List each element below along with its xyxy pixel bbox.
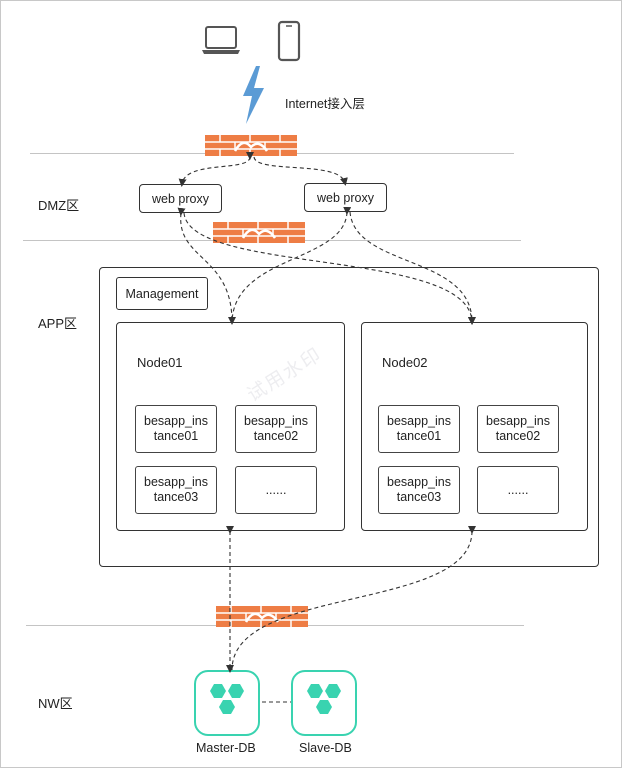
connector-proxy1-to-node01 [177, 207, 236, 325]
instance-label-line2: tance03 [153, 490, 199, 504]
instance-label-line2: tance01 [153, 429, 199, 443]
instance-label-line2: tance02 [253, 429, 299, 443]
instance-label-line1: besapp_ins [387, 475, 451, 489]
node02-instance-more: ...... [477, 466, 559, 514]
zone-label-dmz: DMZ区 [38, 198, 80, 213]
zone-label-nw: NW区 [38, 696, 73, 711]
firewall-icon [205, 135, 297, 156]
database-icon [307, 684, 341, 714]
instance-label-line2: tance02 [495, 429, 541, 443]
connector-firewall-to-proxy1 [178, 151, 255, 187]
zone-label-app: APP区 [38, 316, 78, 331]
slave-db-box [291, 670, 357, 736]
instance-label-line1: besapp_ins [144, 414, 208, 428]
connector-proxy2-to-node02 [349, 211, 476, 325]
slave-db-label: Slave-DB [299, 741, 352, 755]
connector-node02-to-db [231, 525, 477, 671]
firewall-icon [216, 606, 308, 627]
instance-ellipsis: ...... [507, 482, 529, 497]
connector-proxy1-to-node02 [183, 212, 476, 325]
connector-firewall-to-proxy2 [253, 156, 348, 186]
instance-label-line1: besapp_ins [486, 414, 550, 428]
master-db-label: Master-DB [196, 741, 256, 755]
laptop-icon [202, 26, 240, 54]
phone-icon [277, 20, 301, 62]
node01-instance-more: ...... [235, 466, 317, 514]
master-db-box [194, 670, 260, 736]
database-icon [210, 684, 244, 714]
instance-label-line1: besapp_ins [144, 475, 208, 489]
connector-proxy2-to-node01 [231, 206, 352, 323]
instance-label-line2: tance03 [396, 490, 442, 504]
instance-ellipsis: ...... [265, 482, 287, 497]
node02-title: Node02 [382, 355, 428, 370]
instance-label-line1: besapp_ins [244, 414, 308, 428]
internet-layer-label: Internet接入层 [285, 97, 365, 111]
instance-label-line2: tance01 [396, 429, 442, 443]
instance-label-line1: besapp_ins [387, 414, 451, 428]
node01-title: Node01 [137, 355, 183, 370]
lightning-icon [243, 66, 264, 124]
